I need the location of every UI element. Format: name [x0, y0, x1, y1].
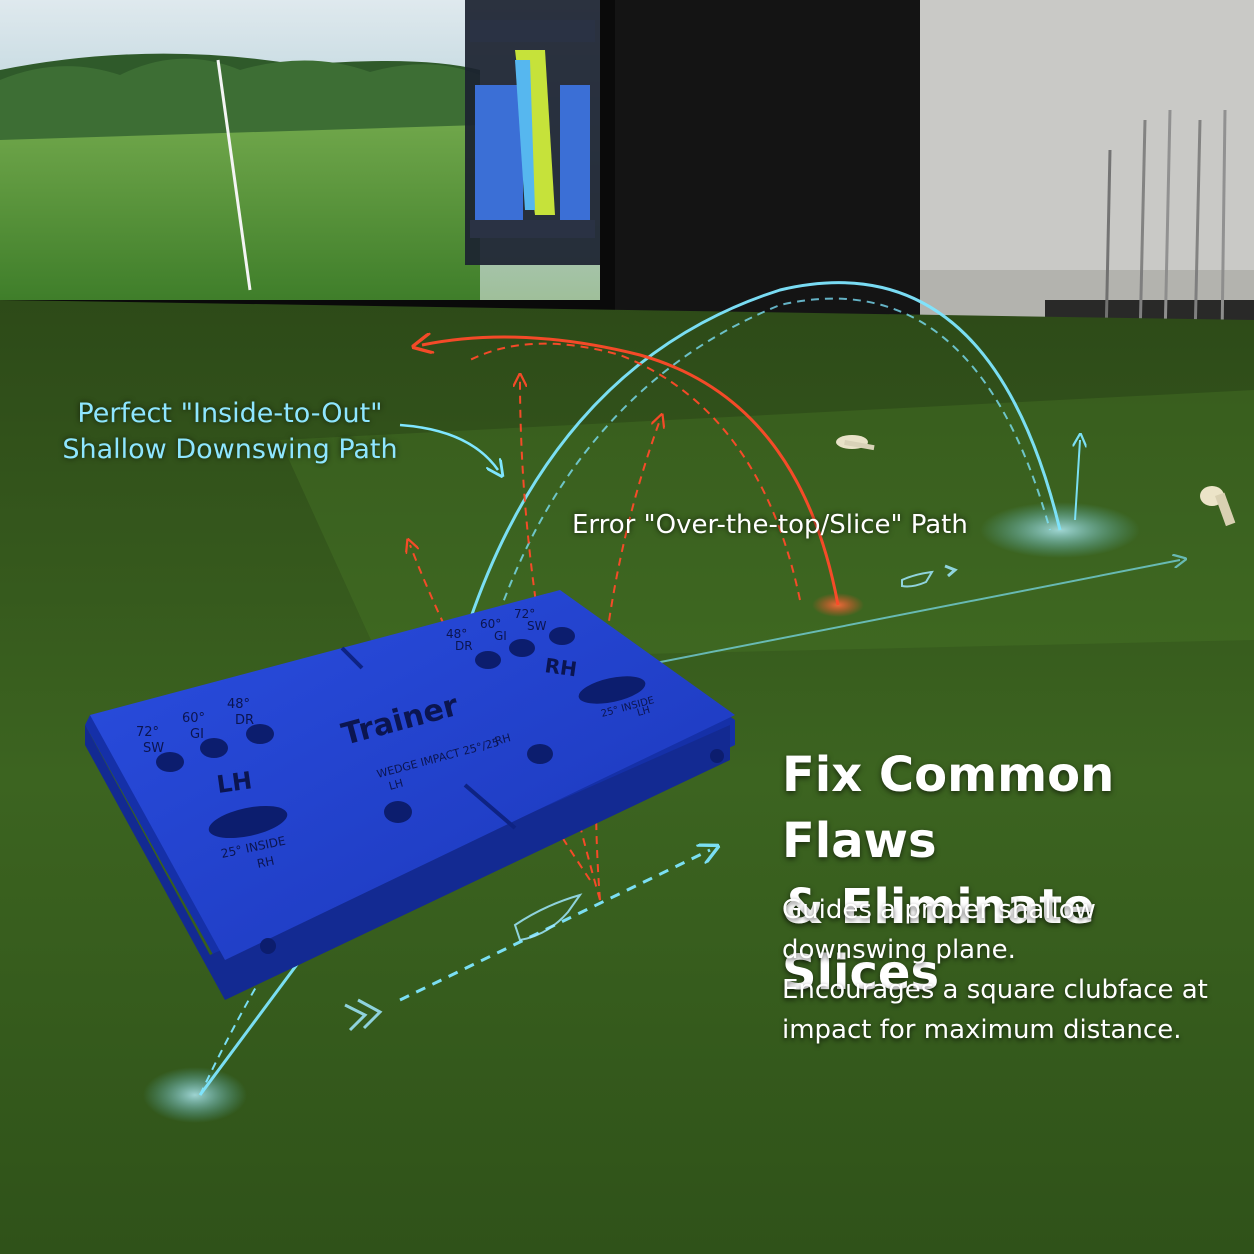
chevron-icon — [344, 564, 958, 1032]
lh-hand-label: LH — [215, 766, 254, 799]
rh-hand-label: RH — [543, 653, 578, 681]
board-subtitle-rh: RH — [493, 731, 512, 748]
golf-tee-2 — [1200, 486, 1236, 527]
body-line-1: Guides a proper shallow — [782, 895, 1096, 925]
perfect-path-callout-line-2: Shallow Downswing Path — [62, 434, 398, 465]
headline-line-1: Fix Common Flaws — [782, 747, 1115, 869]
lh-slot-hand: RH — [256, 854, 276, 871]
body-line-3: Encourages a square clubface at — [782, 975, 1208, 1005]
rh-hole-3-angle: 72° — [514, 607, 535, 621]
body-copy: Guides a proper shallow downswing plane.… — [782, 890, 1232, 1050]
lh-hole-2-club: GI — [190, 727, 204, 742]
rh-hole-1-club: DR — [455, 639, 473, 653]
lh-hole-3-club: DR — [235, 713, 254, 728]
board-subtitle-lh: LH — [387, 777, 404, 793]
trainer-board: Trainer WEDGE IMPACT 25°/25 LH RH 72° SW… — [85, 590, 735, 1000]
lh-hole-1-angle: 72° — [136, 725, 159, 740]
lh-hole-3-angle: 48° — [227, 697, 250, 712]
body-line-4: impact for maximum distance. — [782, 1015, 1182, 1045]
headline-line-2: & Eliminate Slices — [782, 879, 1095, 1001]
perfect-path-callout: Perfect "Inside-to-Out" Shallow Downswin… — [40, 396, 420, 468]
golf-tee-1 — [836, 435, 875, 451]
rh-hole-2-club: GI — [494, 629, 507, 643]
start-zone — [143, 1067, 247, 1123]
rh-hole-2-angle: 60° — [480, 617, 501, 631]
rh-hole-3-club: SW — [527, 619, 547, 633]
headline: Fix Common Flaws & Eliminate Slices — [782, 742, 1242, 1006]
lh-hole-1-club: SW — [143, 741, 164, 756]
simulator-screen — [0, 0, 615, 310]
rh-slot-hand: LH — [636, 705, 651, 719]
error-path-callout: Error "Over-the-top/Slice" Path — [572, 510, 968, 540]
lh-hole-2-angle: 60° — [182, 711, 205, 726]
rh-hole-1-angle: 48° — [446, 627, 467, 641]
perfect-path-callout-line-1: Perfect "Inside-to-Out" — [77, 398, 383, 429]
body-line-2: downswing plane. — [782, 935, 1016, 965]
club-head-icon — [513, 570, 934, 942]
callout-pointer — [399, 423, 498, 470]
